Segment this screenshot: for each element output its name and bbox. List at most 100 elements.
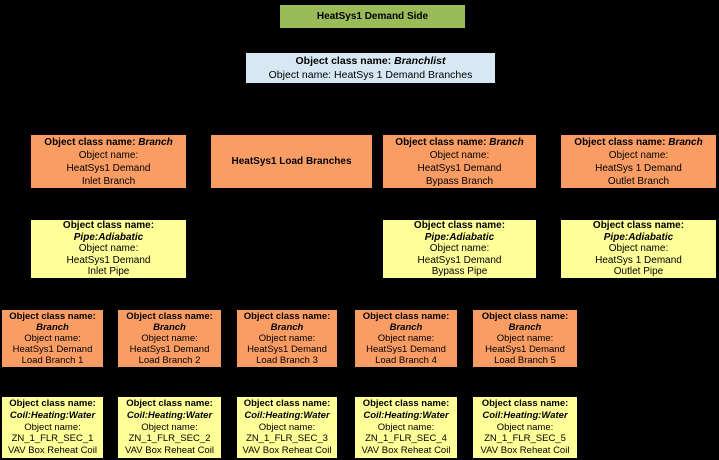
object-class-name: Branch — [389, 322, 423, 333]
object-name-line-1: HeatSys1 Demand — [66, 254, 151, 266]
inlet-branch-box: Object class name: Branch Object name: H… — [31, 135, 186, 188]
bypass-branch-box: Object class name: Branch Object name: H… — [383, 135, 536, 188]
object-class-label: Object class name: — [574, 136, 666, 148]
object-class-label: Object class name: — [126, 311, 213, 322]
object-name-line-2: Outlet Branch — [607, 175, 670, 187]
object-class-label: Object class name: — [44, 136, 136, 148]
load-branch-3-box: Object class name: Branch Object name: H… — [237, 310, 337, 367]
object-name-line-2: VAV Box Reheat Coil — [125, 445, 214, 457]
object-name-line: Object name: HeatSys 1 Demand Branches — [246, 68, 495, 82]
load-branches-group-box: HeatSys1 Load Branches — [211, 135, 372, 188]
object-class-name: Pipe:Adiabatic — [424, 231, 495, 243]
inlet-pipe-box: Object class name: Pipe:Adiabatic Object… — [31, 220, 186, 278]
object-class-name: Branch — [36, 322, 69, 333]
object-name-line-2: Bypass Pipe — [431, 266, 488, 278]
object-class-label: Object class name: — [9, 311, 96, 322]
object-class-label: Object class name: — [481, 311, 569, 322]
object-name-line-1: HeatSys1 Demand — [66, 162, 151, 174]
object-name-line-1: HeatSys 1 Demand — [595, 254, 682, 266]
object-class-label: Object class name: — [362, 398, 450, 409]
load-branch-2-box: Object class name: Branch Object name: H… — [118, 310, 221, 367]
object-name-line-2: Load Branch 1 — [21, 355, 84, 366]
object-name-label: Object name: — [141, 333, 198, 344]
object-name-label: Object name: — [258, 333, 316, 344]
object-name-label: Object name: — [429, 149, 490, 161]
reheat-coil-3-box: Object class name: Coil:Heating:Water Ob… — [237, 397, 337, 458]
object-name-line-2: VAV Box Reheat Coil — [8, 445, 97, 457]
object-name-line-1: HeatSys1 Demand — [12, 344, 93, 355]
object-class-name: Branchlist — [394, 55, 446, 67]
object-class-label: Object class name: — [126, 398, 213, 409]
outlet-pipe-box: Object class name: Pipe:Adiabatic Object… — [561, 220, 716, 278]
object-name-line-2: Load Branch 5 — [494, 355, 556, 366]
object-class-label: Object class name: — [592, 220, 685, 232]
object-name-label: Object name: — [141, 421, 198, 433]
object-name-line-2: VAV Box Reheat Coil — [242, 445, 332, 457]
object-class-label: Object class name: — [413, 220, 506, 232]
object-name-line-1: HeatSys 1 Demand — [595, 162, 682, 174]
object-class-label: Object class name: — [295, 55, 392, 67]
object-name-label: Object name: — [377, 333, 435, 344]
object-name-line-2: Load Branch 2 — [138, 355, 201, 366]
reheat-coil-2-box: Object class name: Coil:Heating:Water Ob… — [118, 397, 221, 458]
object-name-label: Object name: — [496, 421, 554, 433]
object-name-line-2: Inlet Branch — [81, 175, 136, 187]
object-class-line: Object class name: Branch — [31, 136, 186, 149]
object-name-line-2: VAV Box Reheat Coil — [361, 445, 451, 457]
load-branch-1-box: Object class name: Branch Object name: H… — [2, 310, 103, 367]
branchlist-box: Object class name: Branchlist Object nam… — [246, 53, 495, 83]
object-name-line-2: Inlet Pipe — [87, 266, 130, 278]
object-name-label: Object name: — [608, 149, 669, 161]
object-name-line-1: HeatSys1 Demand — [247, 344, 327, 355]
object-class-label: Object class name: — [243, 311, 331, 322]
object-class-label: Object class name: — [243, 398, 331, 409]
object-name-line-1: ZN_1_FLR_SEC_4 — [365, 433, 447, 445]
reheat-coil-4-box: Object class name: Coil:Heating:Water Ob… — [355, 397, 457, 458]
object-name-line-1: HeatSys1 Demand — [417, 254, 502, 266]
object-class-name: Branch — [489, 136, 524, 148]
object-name-label: Object name: — [496, 333, 554, 344]
object-class-name: Pipe:Adiabatic — [603, 231, 674, 243]
object-name-label: Object name: — [608, 243, 669, 255]
object-name-label: Object name: — [78, 243, 139, 255]
object-class-name: Coil:Heating:Water — [126, 409, 213, 421]
object-name-line-1: ZN_1_FLR_SEC_5 — [484, 433, 566, 445]
object-name-line-1: HeatSys1 Demand — [417, 162, 502, 174]
object-name-line-2: VAV Box Reheat Coil — [480, 445, 570, 457]
object-name-line-1: HeatSys1 Demand — [485, 344, 565, 355]
system-title-box: HeatSys1 Demand Side — [280, 5, 465, 28]
system-title-label: HeatSys1 Demand Side — [316, 11, 429, 22]
object-name-line-1: HeatSys1 Demand — [366, 344, 446, 355]
object-class-label: Object class name: — [62, 220, 155, 232]
outlet-branch-box: Object class name: Branch Object name: H… — [561, 135, 716, 188]
object-class-name: Branch — [508, 322, 542, 333]
object-class-name: Coil:Heating:Water — [363, 409, 449, 421]
object-class-name: Coil:Heating:Water — [9, 409, 96, 421]
object-name-line-2: Outlet Pipe — [613, 266, 664, 278]
load-branch-4-box: Object class name: Branch Object name: H… — [355, 310, 457, 367]
object-name-line-2: Bypass Branch — [425, 175, 494, 187]
object-class-label: Object class name: — [395, 136, 487, 148]
object-class-line: Object class name: Branch — [383, 136, 536, 149]
object-name-label: Object name: — [429, 243, 490, 255]
object-name-label: Object name: — [78, 149, 139, 161]
object-name-label: Object name: — [258, 421, 316, 433]
object-name-label: Object name: — [268, 69, 332, 81]
object-name-line-2: Load Branch 3 — [256, 355, 318, 366]
load-branch-5-box: Object class name: Branch Object name: H… — [473, 310, 577, 367]
bypass-pipe-box: Object class name: Pipe:Adiabatic Object… — [383, 220, 536, 278]
object-name-label: Object name: — [24, 333, 81, 344]
object-name-label: Object name: — [377, 421, 435, 433]
object-class-label: Object class name: — [481, 398, 569, 409]
load-branches-label: HeatSys1 Load Branches — [231, 156, 352, 167]
object-class-name: Coil:Heating:Water — [482, 409, 568, 421]
reheat-coil-1-box: Object class name: Coil:Heating:Water Ob… — [2, 397, 103, 458]
object-class-name: Coil:Heating:Water — [244, 409, 330, 421]
object-name-label: Object name: — [24, 421, 81, 433]
object-name-text: HeatSys 1 Demand Branches — [334, 69, 473, 81]
object-name-line-2: Load Branch 4 — [375, 355, 437, 366]
reheat-coil-5-box: Object class name: Coil:Heating:Water Ob… — [473, 397, 577, 458]
object-class-line: Object class name: Branchlist — [246, 54, 495, 68]
object-class-name: Branch — [138, 136, 173, 148]
